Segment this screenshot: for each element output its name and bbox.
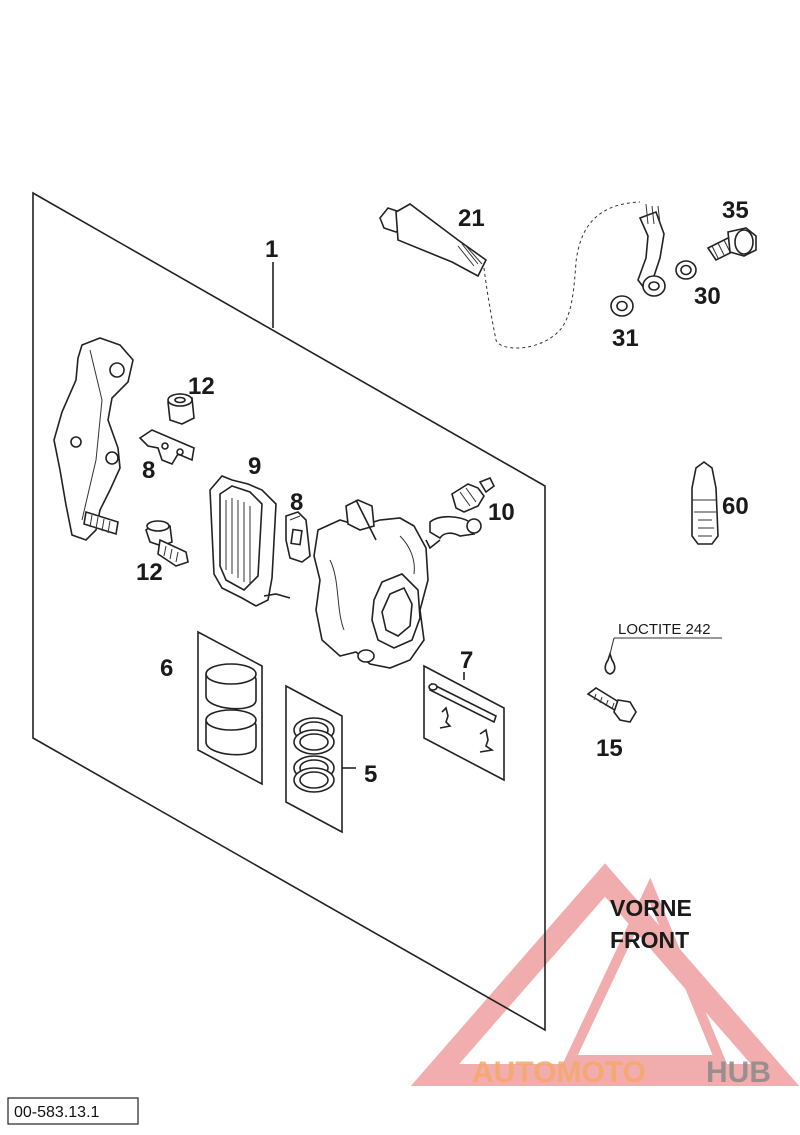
washer-part-31 [610, 295, 634, 317]
label-12-lower: 12 [136, 559, 163, 586]
washer-part-30 [675, 260, 697, 280]
label-10: 10 [488, 499, 515, 526]
assembly-panel [32, 191, 546, 1032]
watermark-triangle [410, 863, 800, 1086]
bolt-part-15 [586, 637, 722, 723]
label-35: 35 [722, 197, 749, 224]
label-30: 30 [694, 283, 721, 310]
label-60: 60 [722, 493, 749, 520]
piston-seals-part-5 [285, 684, 356, 834]
label-5: 5 [364, 761, 377, 788]
pin-kit-part-7 [423, 664, 505, 782]
label-6: 6 [160, 655, 173, 682]
pad-spring-part-8-upper [138, 429, 195, 465]
label-8-middle: 8 [290, 489, 303, 516]
bolt-part-12-lower [145, 520, 189, 567]
label-7: 7 [460, 647, 473, 674]
label-12-upper: 12 [188, 373, 215, 400]
label-1: 1 [265, 236, 278, 263]
pad-spring-part-8-middle [285, 511, 311, 563]
drawing-ref-box [7, 1097, 139, 1125]
brake-hose-part-21 [379, 201, 666, 349]
caliper-bracket [53, 337, 134, 541]
label-21: 21 [458, 205, 485, 232]
drawing-ref-number: 00-583.13.1 [14, 1104, 100, 1121]
caliper-body [313, 499, 429, 669]
brake-pad-part-9 [209, 475, 291, 607]
grease-tube-part-60 [691, 461, 719, 545]
bleeder-valve-part-10 [425, 476, 496, 550]
vorne-label: VORNE [610, 895, 692, 921]
label-8-upper: 8 [142, 457, 155, 484]
label-9: 9 [248, 453, 261, 480]
label-31: 31 [612, 325, 639, 352]
banjo-bolt-part-35 [706, 227, 757, 262]
watermark-text-hub: HUB [706, 1056, 771, 1089]
loctite-label: LOCTITE 242 [618, 621, 711, 638]
bushing-part-12-upper [167, 393, 195, 425]
pistons-part-6 [197, 630, 263, 786]
watermark-text-automoto: AUTOMOTO [472, 1056, 646, 1089]
label-15: 15 [596, 735, 623, 762]
front-label: FRONT [610, 927, 689, 953]
